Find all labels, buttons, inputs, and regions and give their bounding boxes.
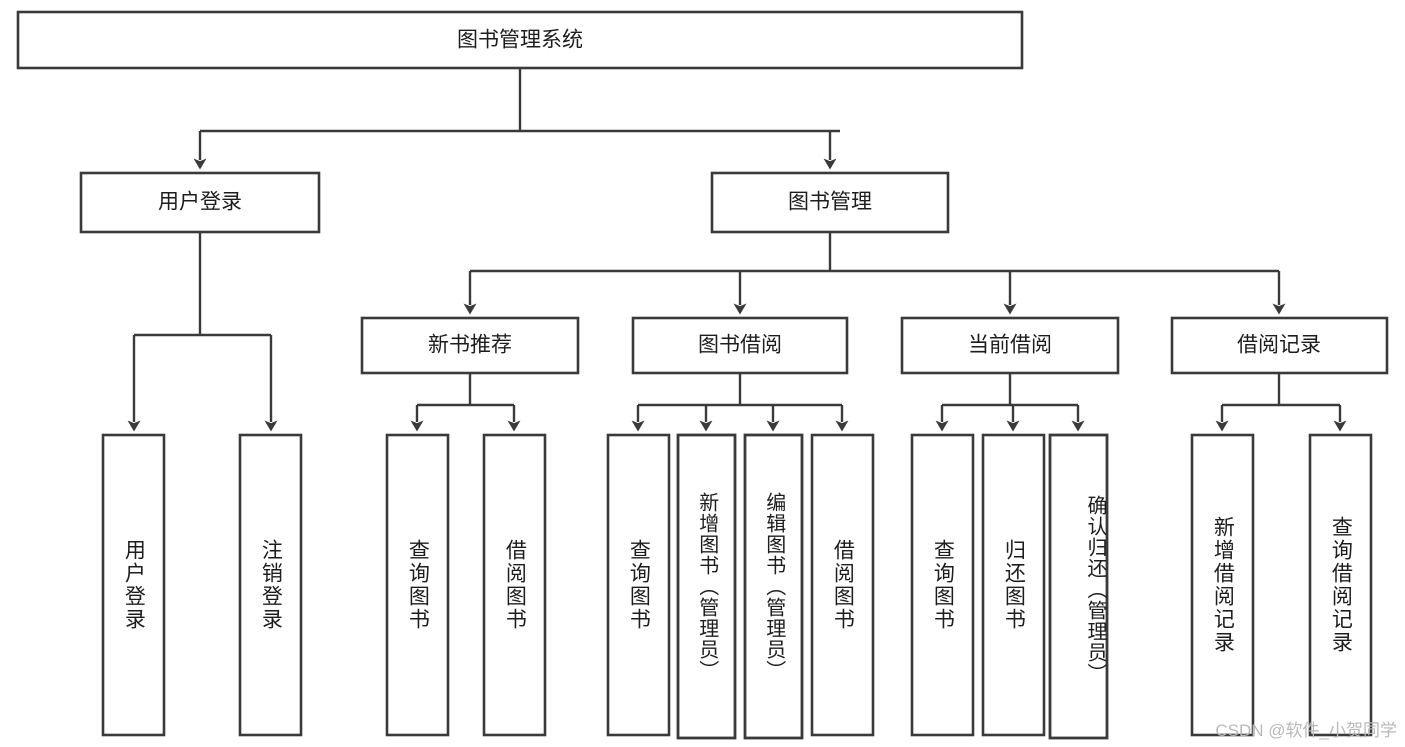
leaf-confirm-return-admin-text-wrap: 确认归还（管理员） <box>1084 495 1106 684</box>
node-current-borrow-label: 当前借阅 <box>968 334 1052 357</box>
leaf-query-book-current-label: 查询图书 <box>931 539 955 631</box>
node-book-borrow-label: 图书借阅 <box>698 334 782 357</box>
leaf-node-add-borrow-record[interactable]: 新增借阅记录 <box>1190 433 1255 737</box>
node-new-book-recommend[interactable]: 新书推荐 <box>360 316 580 375</box>
leaf-add-book-admin-label: 新增图书（管理员） <box>695 492 718 681</box>
edge-group-new-book-recommend-to-leaves <box>410 373 521 432</box>
leaf-borrow-book-recommend-text-wrap: 借阅图书 <box>503 539 527 631</box>
node-book-manage[interactable]: 图书管理 <box>710 171 950 234</box>
leaf-query-book-borrow-text-wrap: 查询图书 <box>627 539 651 631</box>
leaf-confirm-return-admin-box[interactable] <box>1048 433 1109 740</box>
leaf-query-book-borrow-label: 查询图书 <box>627 539 651 631</box>
leaf-user-login-text-wrap: 用户登录 <box>122 539 146 631</box>
leaf-node-query-borrow-record[interactable]: 查询借阅记录 <box>1308 433 1373 737</box>
node-borrow-record[interactable]: 借阅记录 <box>1170 316 1389 375</box>
leaf-node-query-book-borrow[interactable]: 查询图书 <box>606 433 671 737</box>
leaf-logout-login-text-wrap: 注销登录 <box>259 539 283 631</box>
node-current-borrow-box[interactable] <box>900 316 1120 375</box>
leaf-query-book-borrow-box[interactable] <box>606 433 671 737</box>
leaf-node-confirm-return-admin[interactable]: 确认归还（管理员） <box>1048 433 1109 740</box>
leaf-add-borrow-record-text-wrap: 新增借阅记录 <box>1211 516 1235 654</box>
leaf-borrow-book-box[interactable] <box>810 433 875 737</box>
leaf-borrow-book-label: 借阅图书 <box>831 539 855 631</box>
node-root-label: 图书管理系统 <box>457 29 583 52</box>
leaf-logout-login-label: 注销登录 <box>259 539 283 631</box>
csdn-watermark: CSDN @软件_小贺同学 <box>1215 721 1397 740</box>
edge-group-borrow-record-to-leaves <box>1215 373 1347 432</box>
leaf-query-book-current-text-wrap: 查询图书 <box>931 539 955 631</box>
leaf-borrow-book-recommend-label: 借阅图书 <box>503 539 527 631</box>
node-book-manage-box[interactable] <box>710 171 950 234</box>
leaf-confirm-return-admin-label: 确认归还（管理员） <box>1084 495 1106 684</box>
node-book-borrow-box[interactable] <box>631 316 849 375</box>
leaf-query-borrow-record-text-wrap: 查询借阅记录 <box>1329 516 1353 654</box>
leaf-node-borrow-book[interactable]: 借阅图书 <box>810 433 875 737</box>
leaf-node-borrow-book-recommend[interactable]: 借阅图书 <box>482 433 547 737</box>
leaf-edit-book-admin-label: 编辑图书（管理员） <box>762 492 785 681</box>
leaf-node-user-login[interactable]: 用户登录 <box>101 433 166 737</box>
leaf-borrow-book-recommend-box[interactable] <box>482 433 547 737</box>
edge-group-root-to-level2 <box>193 68 840 170</box>
leaf-return-book-label: 归还图书 <box>1002 539 1026 631</box>
leaf-add-borrow-record-box[interactable] <box>1190 433 1255 737</box>
node-new-book-recommend-label: 新书推荐 <box>428 334 512 357</box>
leaf-query-book-recommend-label: 查询图书 <box>406 539 430 631</box>
edge-group-user-login-to-leaves <box>127 232 278 432</box>
edge-group-current-borrow-to-leaves <box>935 373 1085 432</box>
leaf-query-borrow-record-box[interactable] <box>1308 433 1373 737</box>
leaf-user-login-label: 用户登录 <box>122 539 146 631</box>
node-book-borrow[interactable]: 图书借阅 <box>631 316 849 375</box>
node-borrow-record-box[interactable] <box>1170 316 1389 375</box>
node-book-manage-label: 图书管理 <box>788 191 872 214</box>
node-user-login-box[interactable] <box>79 171 321 234</box>
node-root[interactable]: 图书管理系统 <box>16 10 1024 70</box>
node-current-borrow[interactable]: 当前借阅 <box>900 316 1120 375</box>
leaf-query-borrow-record-label: 查询借阅记录 <box>1329 516 1353 654</box>
leaf-node-logout-login[interactable]: 注销登录 <box>238 433 303 737</box>
node-root-box[interactable] <box>16 10 1024 70</box>
leaf-query-book-recommend-box[interactable] <box>385 433 450 737</box>
leaf-query-book-recommend-text-wrap: 查询图书 <box>406 539 430 631</box>
edge-group-book-manage-to-level3 <box>463 232 1286 315</box>
leaf-return-book-text-wrap: 归还图书 <box>1002 539 1026 631</box>
leaf-add-borrow-record-label: 新增借阅记录 <box>1211 516 1235 654</box>
leaf-edit-book-admin-box[interactable] <box>743 433 804 740</box>
leaf-edit-book-admin-text-wrap: 编辑图书（管理员） <box>762 492 785 681</box>
leaf-node-add-book-admin[interactable]: 新增图书（管理员） <box>676 433 737 740</box>
leaf-node-edit-book-admin[interactable]: 编辑图书（管理员） <box>743 433 804 740</box>
node-user-login[interactable]: 用户登录 <box>79 171 321 234</box>
leaf-return-book-box[interactable] <box>981 433 1046 737</box>
leaf-user-login-box[interactable] <box>101 433 166 737</box>
edge-group-book-borrow-to-leaves <box>631 373 849 432</box>
leaf-node-query-book-recommend[interactable]: 查询图书 <box>385 433 450 737</box>
leaf-logout-login-box[interactable] <box>238 433 303 737</box>
node-borrow-record-label: 借阅记录 <box>1237 334 1321 357</box>
leaf-borrow-book-text-wrap: 借阅图书 <box>831 539 855 631</box>
node-new-book-recommend-box[interactable] <box>360 316 580 375</box>
leaf-add-book-admin-box[interactable] <box>676 433 737 740</box>
leaf-node-return-book[interactable]: 归还图书 <box>981 433 1046 737</box>
leaf-query-book-current-box[interactable] <box>910 433 975 737</box>
node-user-login-label: 用户登录 <box>158 191 242 214</box>
leaf-node-query-book-current[interactable]: 查询图书 <box>910 433 975 737</box>
leaf-add-book-admin-text-wrap: 新增图书（管理员） <box>695 492 718 681</box>
